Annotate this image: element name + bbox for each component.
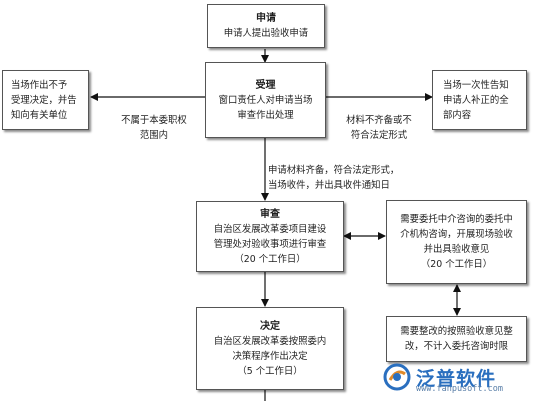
node-apply-line: 申请人提出验收申请 [223, 28, 309, 39]
watermark-logo: 泛普软件 www.fanpusoft.com [382, 356, 530, 398]
edge-label-not-in-scope: 不属于本委职权 范围内 [109, 113, 199, 143]
node-notify-line: 申请人补正的全 [443, 94, 509, 106]
edge-label-line: 材料不齐备或不 [346, 115, 412, 126]
edge-label-line: 当场收件，并出具收件通知日 [268, 180, 390, 191]
node-accept: 受理 窗口责任人对申请当场 审查作出处理 [205, 62, 326, 138]
node-apply-title: 申请 [256, 13, 276, 24]
node-consult-line: （20 个工作日） [420, 259, 493, 270]
node-notify-line: 当场一次性告知 [443, 79, 509, 91]
node-accept-line: 审查作出处理 [237, 109, 294, 121]
edge-label-line: 申请材料齐备，符合法定形式， [268, 165, 400, 176]
node-notify-line: 部内容 [443, 109, 472, 121]
node-reject-line: 受理决定，并告 [11, 94, 77, 106]
node-reject-line: 当场作出不予 [11, 79, 68, 91]
node-accept-line: 窗口责任人对申请当场 [218, 94, 313, 106]
node-apply: 申请 申请人提出验收申请 [207, 4, 325, 48]
node-rectify-line: 改，不计入委托咨询时限 [404, 341, 509, 352]
node-decision: 决定 自治区发展改革委按照委内 决策程序作出决定 （5 个工作日） [196, 307, 344, 390]
node-consult-line: 需要委托中介咨询的委托中 [400, 214, 513, 225]
edge-label-line: 不属于本委职权 [121, 115, 187, 126]
node-review-line: 管理处对验收事项进行审查 [213, 238, 327, 250]
node-consult-line: 并出具验收意见 [423, 244, 490, 255]
node-rectify-line: 需要整改的按照验收意见整 [400, 326, 513, 337]
node-review: 审查 自治区发展改革委项目建设 管理处对验收事项进行审查 （20 个工作日） [196, 201, 344, 272]
node-consult-line: 介机构咨询，开展现场验收 [400, 229, 513, 240]
node-decision-line: （5 个工作日） [237, 365, 303, 377]
watermark-site: www.fanpusoft.com [416, 384, 503, 394]
node-decision-line: 决策程序作出决定 [232, 350, 308, 362]
node-review-line: （20 个工作日） [234, 253, 306, 265]
node-rectify: 需要整改的按照验收意见整 改，不计入委托咨询时限 [386, 316, 527, 362]
node-review-line: 自治区发展改革委项目建设 [213, 223, 327, 235]
node-decision-line: 自治区发展改革委按照委内 [213, 335, 327, 347]
node-notify: 当场一次性告知 申请人补正的全 部内容 [432, 70, 527, 130]
node-reject: 当场作出不予 受理决定，并告 知向有关单位 [2, 70, 89, 130]
node-decision-title: 决定 [260, 320, 280, 332]
edge-label-complete: 申请材料齐备，符合法定形式， 当场收件，并出具收件通知日 [268, 163, 428, 193]
node-accept-title: 受理 [255, 79, 276, 91]
edge-label-incomplete: 材料不齐备或不 符合法定形式 [336, 113, 422, 143]
logo-icon [383, 363, 411, 391]
node-reject-line: 知向有关单位 [11, 109, 68, 121]
node-consult: 需要委托中介咨询的委托中 介机构咨询，开展现场验收 并出具验收意见 （20 个工… [386, 200, 527, 284]
edge-label-line: 符合法定形式 [350, 130, 408, 141]
edge-label-line: 范围内 [139, 130, 169, 141]
watermark-name: 泛普软件 [416, 367, 497, 390]
node-review-title: 审查 [260, 208, 280, 220]
